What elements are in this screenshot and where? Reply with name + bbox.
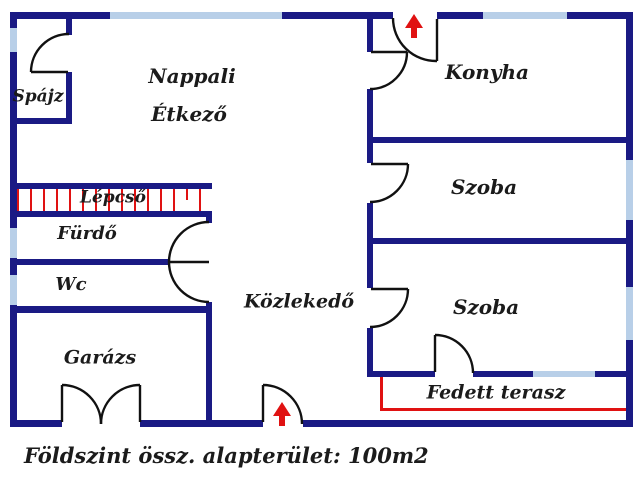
wall-spajz-east-stub	[66, 19, 72, 35]
wall-central-segment-3	[367, 203, 373, 288]
door-szoba2-swing	[369, 288, 410, 329]
door-entrance-top-swing	[391, 17, 438, 63]
door-entrance-bottom-swing	[262, 383, 304, 425]
window-nappali-north	[110, 12, 282, 19]
room-label-szoba2: Szoba	[452, 295, 520, 319]
wall-wc-garazs-divider	[10, 306, 212, 313]
wall-bottom-segment-3	[303, 420, 633, 427]
window-szoba1-east	[626, 160, 633, 220]
terrace-outline-vertical	[380, 377, 383, 411]
door-spajz-swing	[29, 32, 70, 73]
room-label-furdo: Fürdő	[57, 223, 117, 244]
room-label-wc: Wc	[55, 274, 87, 295]
entrance-arrows	[273, 14, 423, 426]
wall-central-segment-1	[367, 19, 373, 52]
wall-bottom-segment-1	[10, 420, 62, 427]
wall-stairs-bottom-rail	[10, 211, 212, 217]
wall-garazs-east	[206, 306, 212, 427]
door-szoba1-swing	[369, 163, 410, 204]
entrance-arrow-top-icon	[405, 14, 423, 38]
room-label-nappali: Nappali	[148, 64, 236, 88]
wall-central-segment-2	[367, 89, 373, 163]
door-terrace-swing	[434, 333, 475, 374]
wall-bottom-segment-2	[140, 420, 263, 427]
room-label-spajz: Spájz	[12, 86, 64, 107]
wall-furdo-wc-divider	[10, 259, 170, 265]
wall-stairs-top-rail	[10, 183, 212, 189]
window-furdo-west	[10, 228, 17, 258]
wall-central-segment-4	[367, 328, 373, 377]
window-wc-west	[10, 275, 17, 305]
window-szoba2-south	[533, 371, 595, 377]
room-label-etkezo: Étkező	[151, 102, 227, 126]
door-swings	[29, 17, 475, 425]
door-furdo-wc-swing	[167, 220, 210, 304]
interior-walls	[10, 19, 626, 427]
window-szoba2-east	[626, 287, 633, 340]
wall-furdo-east-stub	[206, 217, 212, 223]
wall-szoba2-south-segment-1	[373, 371, 435, 377]
window-spajz-west	[10, 28, 17, 52]
room-label-garazs: Garázs	[63, 346, 137, 369]
room-label-lepcso: Lépcső	[80, 187, 146, 208]
terrace-outline-horizontal	[380, 408, 626, 411]
terrace-outline	[380, 377, 626, 411]
room-label-konyha: Konyha	[445, 60, 529, 84]
wall-left	[10, 12, 17, 427]
door-garage-right-swing	[99, 383, 141, 425]
door-garage-left-swing	[61, 383, 103, 425]
window-konyha-north	[483, 12, 567, 19]
entrance-arrow-bottom-icon	[273, 402, 291, 426]
wall-konyha-szoba-divider	[373, 137, 626, 143]
wall-spajz-south	[10, 118, 72, 124]
wall-szoba-szoba-divider	[373, 238, 626, 244]
stair-hatching	[17, 189, 201, 211]
room-label-szoba1: Szoba	[450, 175, 518, 199]
window-segments	[10, 12, 633, 377]
wall-spajz-east	[66, 72, 72, 124]
room-label-fedett-terasz: Fedett terasz	[426, 381, 566, 404]
door-konyha-swing	[369, 51, 409, 91]
floor-area-caption: Földszint össz. alapterület: 100m2	[24, 443, 429, 468]
room-label-kozlekedo: Közlekedő	[243, 290, 355, 313]
